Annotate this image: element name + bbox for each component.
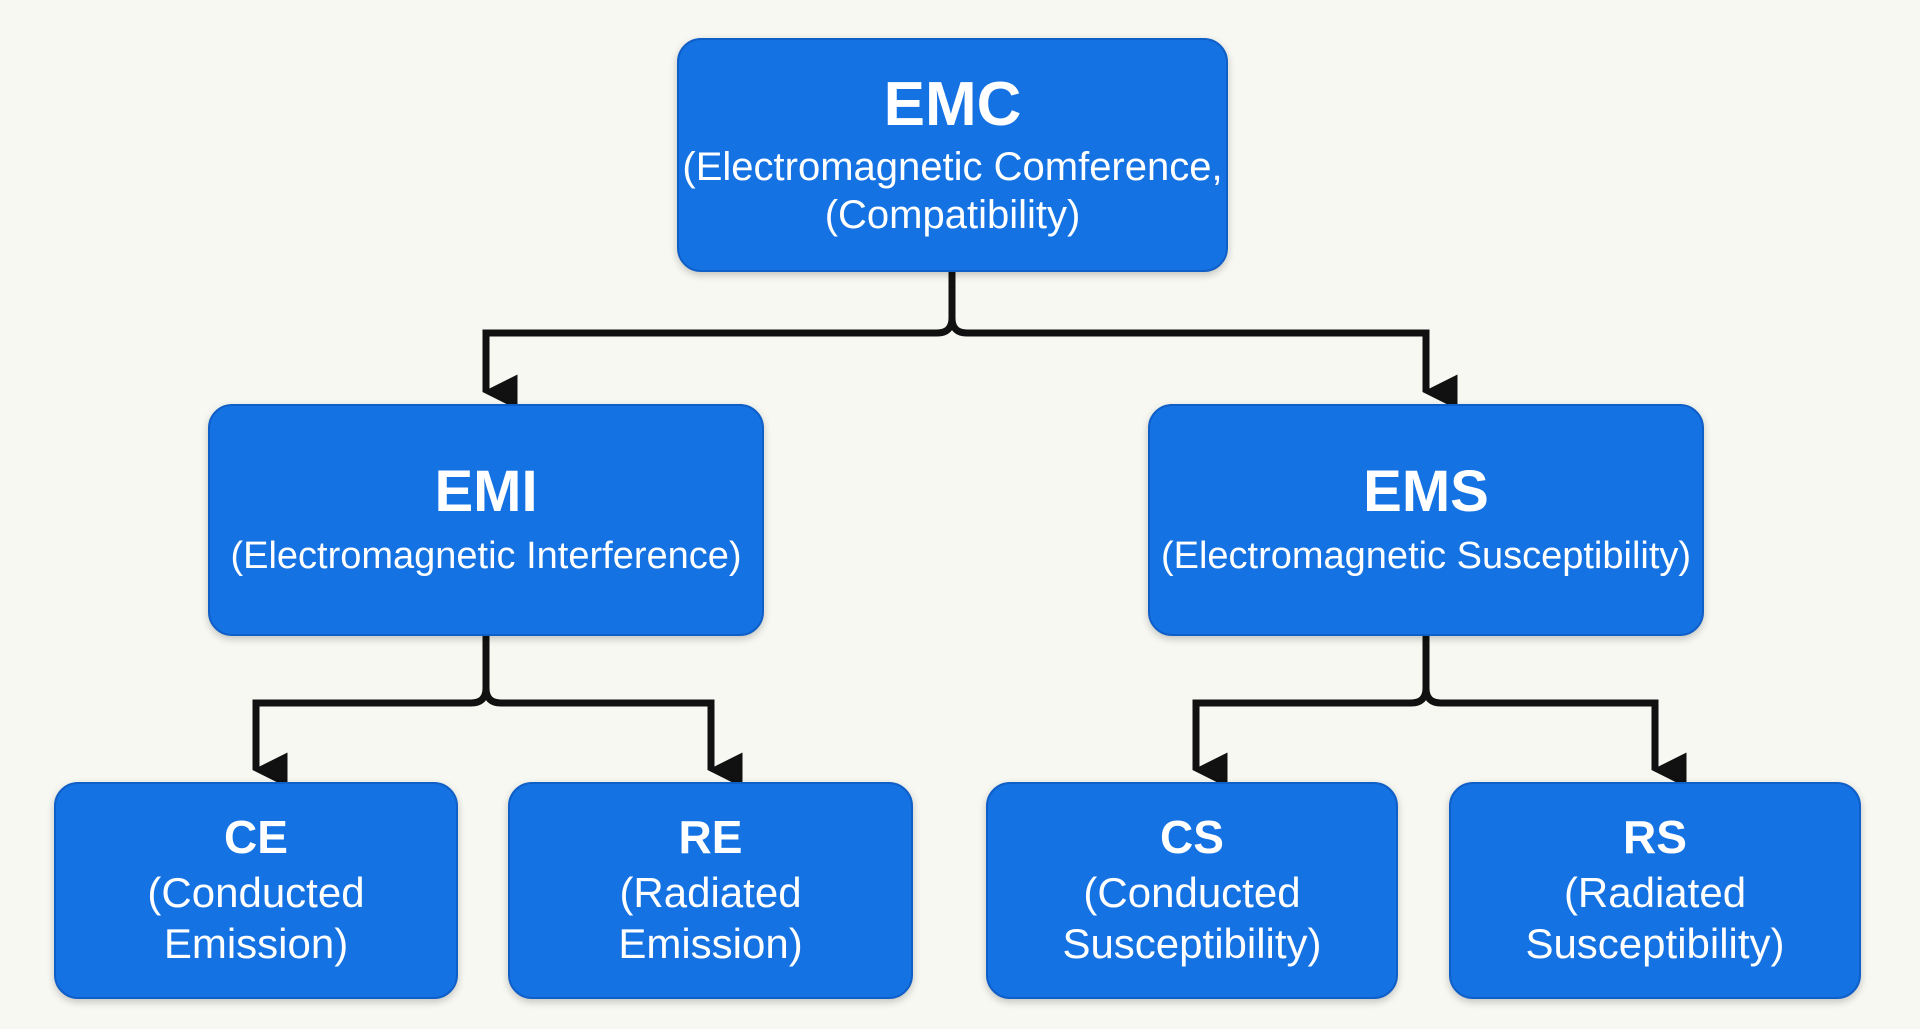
node-rs-title: RS bbox=[1623, 810, 1687, 863]
node-ems: EMS (Electromagnetic Susceptibility) bbox=[1148, 404, 1704, 636]
node-cs: CS (Conducted Susceptibility) bbox=[986, 782, 1398, 999]
node-emc-desc-line2: (Compatibility) bbox=[824, 193, 1081, 238]
node-cs-desc-line1: (Conducted bbox=[1083, 869, 1301, 917]
node-ce-desc-line2: Emission) bbox=[163, 919, 349, 967]
connector-ems-to-rs bbox=[1422, 687, 1687, 788]
connector-emc-to-ems bbox=[948, 317, 1458, 410]
connector-ems-to-cs bbox=[1192, 687, 1430, 788]
node-ems-title: EMS bbox=[1363, 459, 1489, 525]
node-emc: EMC (Electromagnetic Comference, (Compat… bbox=[677, 38, 1228, 272]
node-ems-desc: (Electromagnetic Susceptibility) bbox=[1160, 535, 1692, 578]
connector-emc-to-emi bbox=[482, 317, 956, 410]
node-re-title: RE bbox=[678, 810, 743, 863]
node-emi-desc: (Electromagnetic Interference) bbox=[230, 535, 742, 578]
node-ce: CE (Conducted Emission) bbox=[54, 782, 458, 999]
node-ce-title: CE bbox=[224, 810, 288, 863]
connector-emi-to-ce bbox=[252, 687, 490, 788]
node-emc-desc-line1: (Electromagnetic Comference, bbox=[682, 145, 1223, 190]
node-emi-title: EMI bbox=[434, 459, 538, 525]
node-rs-desc-line2: Susceptibility) bbox=[1525, 919, 1785, 967]
node-re: RE (Radiated Emission) bbox=[508, 782, 913, 999]
node-ce-desc-line1: (Conducted bbox=[147, 869, 365, 917]
node-rs-desc-line1: (Radiated bbox=[1563, 869, 1747, 917]
node-rs: RS (Radiated Susceptibility) bbox=[1449, 782, 1861, 999]
node-re-desc-line2: Emission) bbox=[618, 919, 803, 967]
node-emi: EMI (Electromagnetic Interference) bbox=[208, 404, 764, 636]
node-cs-title: CS bbox=[1160, 810, 1224, 863]
node-cs-desc-line2: Susceptibility) bbox=[1062, 919, 1322, 967]
node-re-desc-line1: (Radiated bbox=[619, 869, 802, 917]
connector-emi-to-re bbox=[482, 687, 743, 788]
node-emc-title: EMC bbox=[883, 69, 1022, 139]
